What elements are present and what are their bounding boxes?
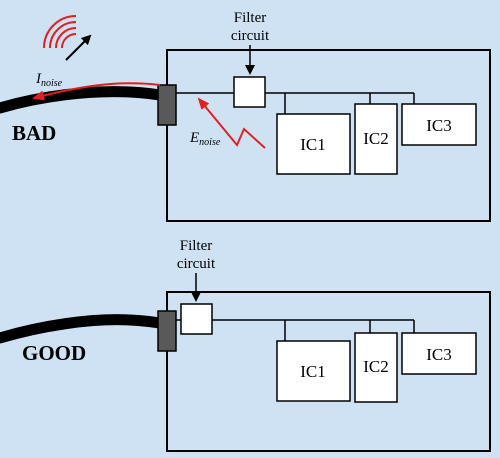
good-ic2-box [354, 332, 398, 403]
good-filter-caption-line2: circuit [177, 256, 216, 272]
bad-ic3-label: IC3 [426, 116, 452, 135]
bad-ic3-box [401, 103, 477, 146]
good-filter-caption-line1: Filter [180, 238, 213, 254]
noise-field-label: Enoise [189, 130, 221, 148]
good-ic3-box [401, 332, 477, 375]
good-scenario: IC1 IC2 IC3 Filter circuit GOOD [0, 238, 491, 452]
bad-ic1-box [276, 113, 351, 175]
antenna-radiation-icon [43, 15, 92, 61]
bad-filter-box [233, 76, 266, 108]
bad-label: BAD [12, 121, 56, 145]
bad-filter-caption-line1: Filter [234, 10, 267, 26]
bad-enclosure [166, 49, 491, 222]
bad-ic2-box [354, 103, 398, 175]
bad-ic1-label: IC1 [300, 135, 326, 154]
good-ic2-label: IC2 [363, 357, 389, 376]
bad-cable [0, 86, 171, 114]
good-connector [157, 310, 177, 352]
good-label: GOOD [22, 341, 86, 365]
bad-ic2-label: IC2 [363, 129, 389, 148]
good-filter-box [180, 303, 213, 335]
noise-current-label: Inoise [35, 71, 63, 89]
noise-current-arrow [32, 82, 161, 101]
good-ic3-label: IC3 [426, 345, 452, 364]
good-ic1-label: IC1 [300, 362, 326, 381]
bad-filter-caption-line2: circuit [231, 28, 270, 44]
bad-connector [157, 84, 177, 126]
good-cable [0, 314, 171, 344]
good-enclosure [166, 291, 491, 452]
noise-field-lightning [197, 97, 266, 149]
good-ic1-box [276, 340, 351, 402]
bad-scenario: IC1 IC2 IC3 Filter circuit BAD Inoise En… [0, 10, 491, 222]
